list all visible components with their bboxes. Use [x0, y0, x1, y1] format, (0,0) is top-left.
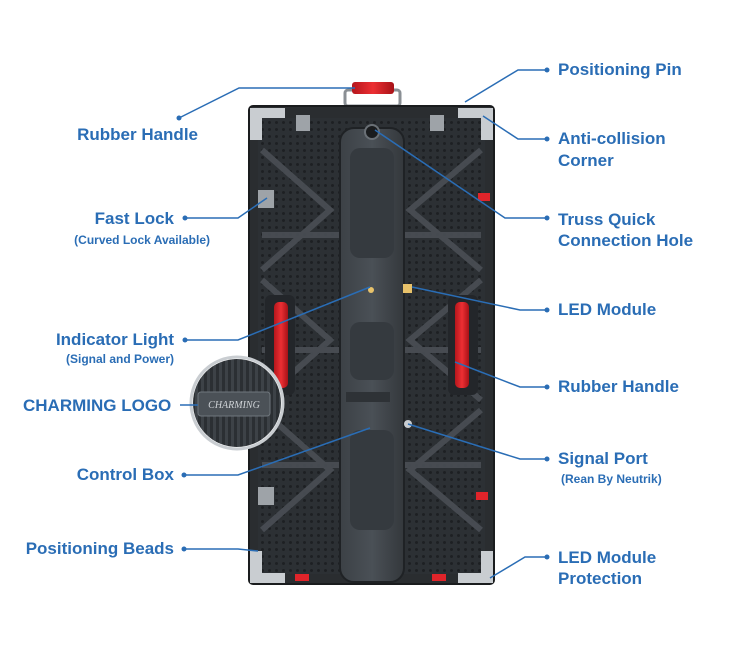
label-control-box: Control Box — [77, 465, 174, 485]
label-led-module-protection-line2: Protection — [558, 569, 642, 589]
label-rubber-handle-right: Rubber Handle — [558, 377, 679, 397]
led-module-indicator — [403, 284, 412, 293]
label-anti-collision-line2: Corner — [558, 151, 614, 171]
label-fast-lock-sub: (Curved Lock Available) — [74, 233, 210, 247]
label-fast-lock: Fast Lock — [95, 209, 174, 229]
label-led-module-protection-line1: LED Module — [558, 548, 656, 568]
label-indicator-light: Indicator Light — [56, 330, 174, 350]
label-rubber-handle-left: Rubber Handle — [77, 125, 198, 145]
logo-text: CHARMING — [208, 400, 260, 411]
label-positioning-beads: Positioning Beads — [26, 539, 174, 559]
label-signal-port: Signal Port — [558, 449, 648, 469]
label-truss-quick-line1: Truss Quick — [558, 210, 655, 230]
label-indicator-light-sub: (Signal and Power) — [66, 352, 174, 366]
label-charming-logo: CHARMING LOGO — [23, 396, 171, 416]
logo-magnifier: CHARMING — [190, 356, 284, 450]
label-signal-port-sub: (Rean By Neutrik) — [561, 472, 662, 486]
label-truss-quick-line2: Connection Hole — [558, 231, 693, 251]
label-led-module: LED Module — [558, 300, 656, 320]
top-handle — [345, 82, 400, 106]
label-positioning-pin: Positioning Pin — [558, 60, 682, 80]
control-box — [340, 125, 404, 582]
label-anti-collision-line1: Anti-collision — [558, 129, 666, 149]
